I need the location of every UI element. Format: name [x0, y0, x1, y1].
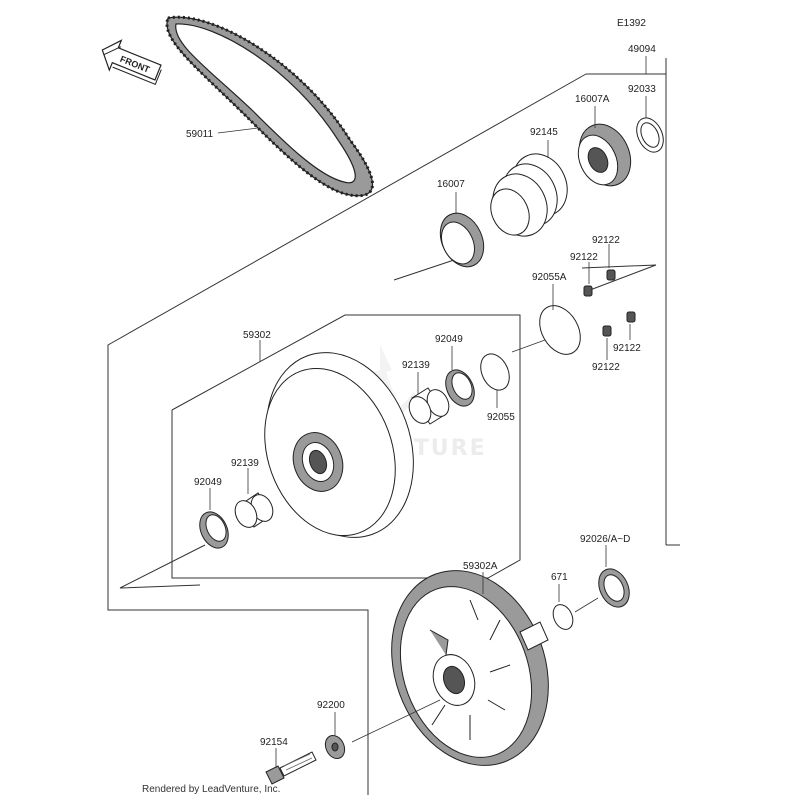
label-92122-d: 92122	[592, 362, 620, 373]
oring-92055A	[539, 305, 581, 355]
leader-59011	[217, 127, 259, 134]
axis-92055A	[511, 339, 546, 353]
label-92026: 92026/A~D	[580, 534, 630, 545]
label-92200: 92200	[317, 700, 345, 711]
circlip-92033	[636, 117, 664, 153]
seal-92049-upper	[445, 369, 475, 407]
diagram-code: E1392	[617, 18, 646, 29]
label-92139-lower: 92139	[231, 458, 259, 469]
label-59302: 59302	[243, 330, 271, 341]
label-92055A: 92055A	[532, 272, 567, 283]
assembly-frame-49094	[107, 58, 680, 795]
axis-92200	[351, 699, 441, 743]
axis-line-left	[119, 544, 206, 589]
sheave-59302	[264, 352, 414, 538]
shim-92026	[598, 568, 630, 608]
seat-16007	[439, 212, 485, 268]
bushing-92139-upper	[408, 387, 450, 425]
oring-92055	[480, 353, 510, 391]
seal-92049-lower	[199, 511, 229, 549]
axis-line-upper	[393, 257, 657, 291]
label-92122-b: 92122	[570, 252, 598, 263]
bolt-92154	[265, 751, 317, 785]
axis-92026	[574, 597, 599, 613]
label-92033: 92033	[628, 84, 656, 95]
label-92049-lower: 92049	[194, 477, 222, 488]
bushing-92122-a	[606, 269, 616, 281]
sheave-frame	[171, 314, 521, 579]
label-92122-c: 92122	[613, 343, 641, 354]
label-671: 671	[551, 572, 568, 583]
label-49094: 49094	[628, 44, 656, 55]
washer-92200	[324, 734, 346, 760]
label-92055: 92055	[487, 412, 515, 423]
label-92139-upper: 92139	[402, 360, 430, 371]
bushing-92122-d	[602, 325, 612, 337]
front-arrow-icon: FRONT	[101, 39, 162, 86]
label-92145: 92145	[530, 127, 558, 138]
oring-671	[552, 604, 574, 630]
label-92049-upper: 92049	[435, 334, 463, 345]
label-16007A: 16007A	[575, 94, 610, 105]
label-59302A: 59302A	[463, 561, 498, 572]
label-92154: 92154	[260, 737, 288, 748]
sheave-59302A	[391, 570, 549, 766]
drive-belt-59011	[165, 15, 374, 198]
label-16007: 16007	[437, 179, 465, 190]
spring-92145	[490, 153, 568, 237]
footer-credit: Rendered by LeadVenture, Inc.	[142, 784, 280, 795]
bushing-92139-lower	[234, 492, 274, 528]
bushing-92122-c	[626, 311, 636, 323]
label-92122-a: 92122	[592, 235, 620, 246]
bushing-92122-b	[583, 285, 593, 297]
label-59011: 59011	[186, 129, 214, 140]
spring-seat-16007A	[577, 123, 632, 187]
